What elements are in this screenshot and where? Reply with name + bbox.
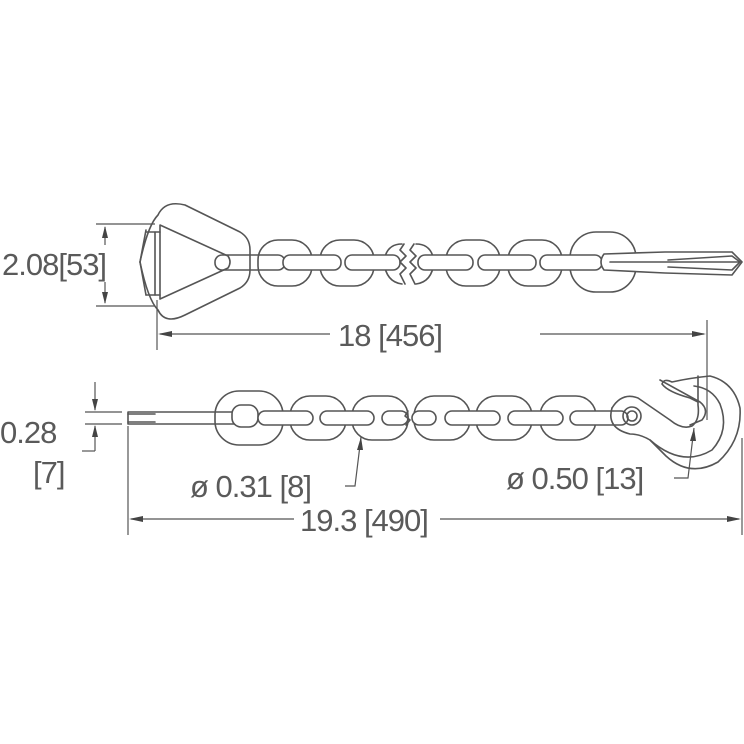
grab-tail-icon (600, 251, 743, 276)
dimension-tail-thickness: 0.28 [7] (0, 382, 122, 490)
hook-diameter-label: ø 0.50 [13] (506, 461, 643, 496)
dimension-hook-diameter: ø 0.50 [13] (506, 427, 696, 496)
triangle-ring-icon (139, 202, 251, 320)
chain-diameter-label: ø 0.31 [8] (190, 469, 311, 504)
ring-height-label: 2.08[53] (2, 247, 106, 282)
bottom-length-label: 19.3 [490] (300, 503, 428, 538)
dimension-chain-diameter: ø 0.31 [8] (190, 436, 363, 504)
dimension-top-length: 18 [456] (156, 300, 708, 420)
bottom-chain-links (214, 390, 629, 446)
dimension-ring-height: 2.08[53] (2, 223, 155, 307)
tail-thickness-label-2: [7] (33, 455, 64, 490)
tail-thickness-label-1: 0.28 (0, 415, 56, 450)
grab-hook-icon (610, 375, 741, 470)
dimension-bottom-length: 19.3 [490] (127, 426, 743, 538)
top-chain-assembly: 2.08[53] 18 [456] (2, 202, 743, 420)
bottom-chain-assembly: 0.28 [7] ø 0.31 [8] ø 0.50 [13] 19.3 [49… (0, 375, 743, 538)
top-chain-links (257, 231, 637, 293)
top-length-label: 18 [456] (338, 318, 442, 353)
